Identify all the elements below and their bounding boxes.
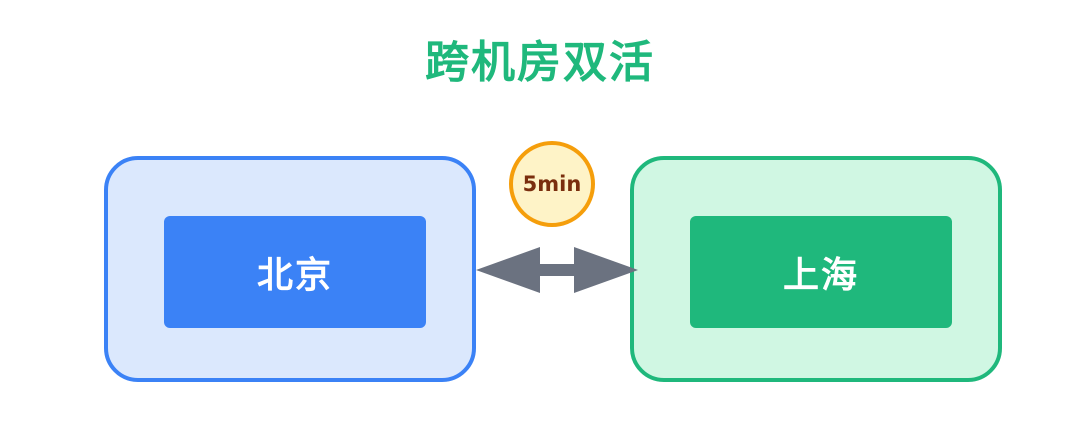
arrow-shaft [538,264,576,276]
datacenter-beijing-label: 北京 [164,216,426,328]
latency-badge: 5min [509,141,595,227]
diagram-title: 跨机房双活 [425,37,655,88]
datacenter-shanghai: 上海 [630,156,1002,382]
arrow-left-head [476,247,540,293]
arrow-right-head [574,247,638,293]
latency-value: 5min [522,172,582,196]
datacenter-beijing: 北京 [104,156,476,382]
bidirectional-arrow [476,247,638,293]
datacenter-shanghai-label: 上海 [690,216,952,328]
